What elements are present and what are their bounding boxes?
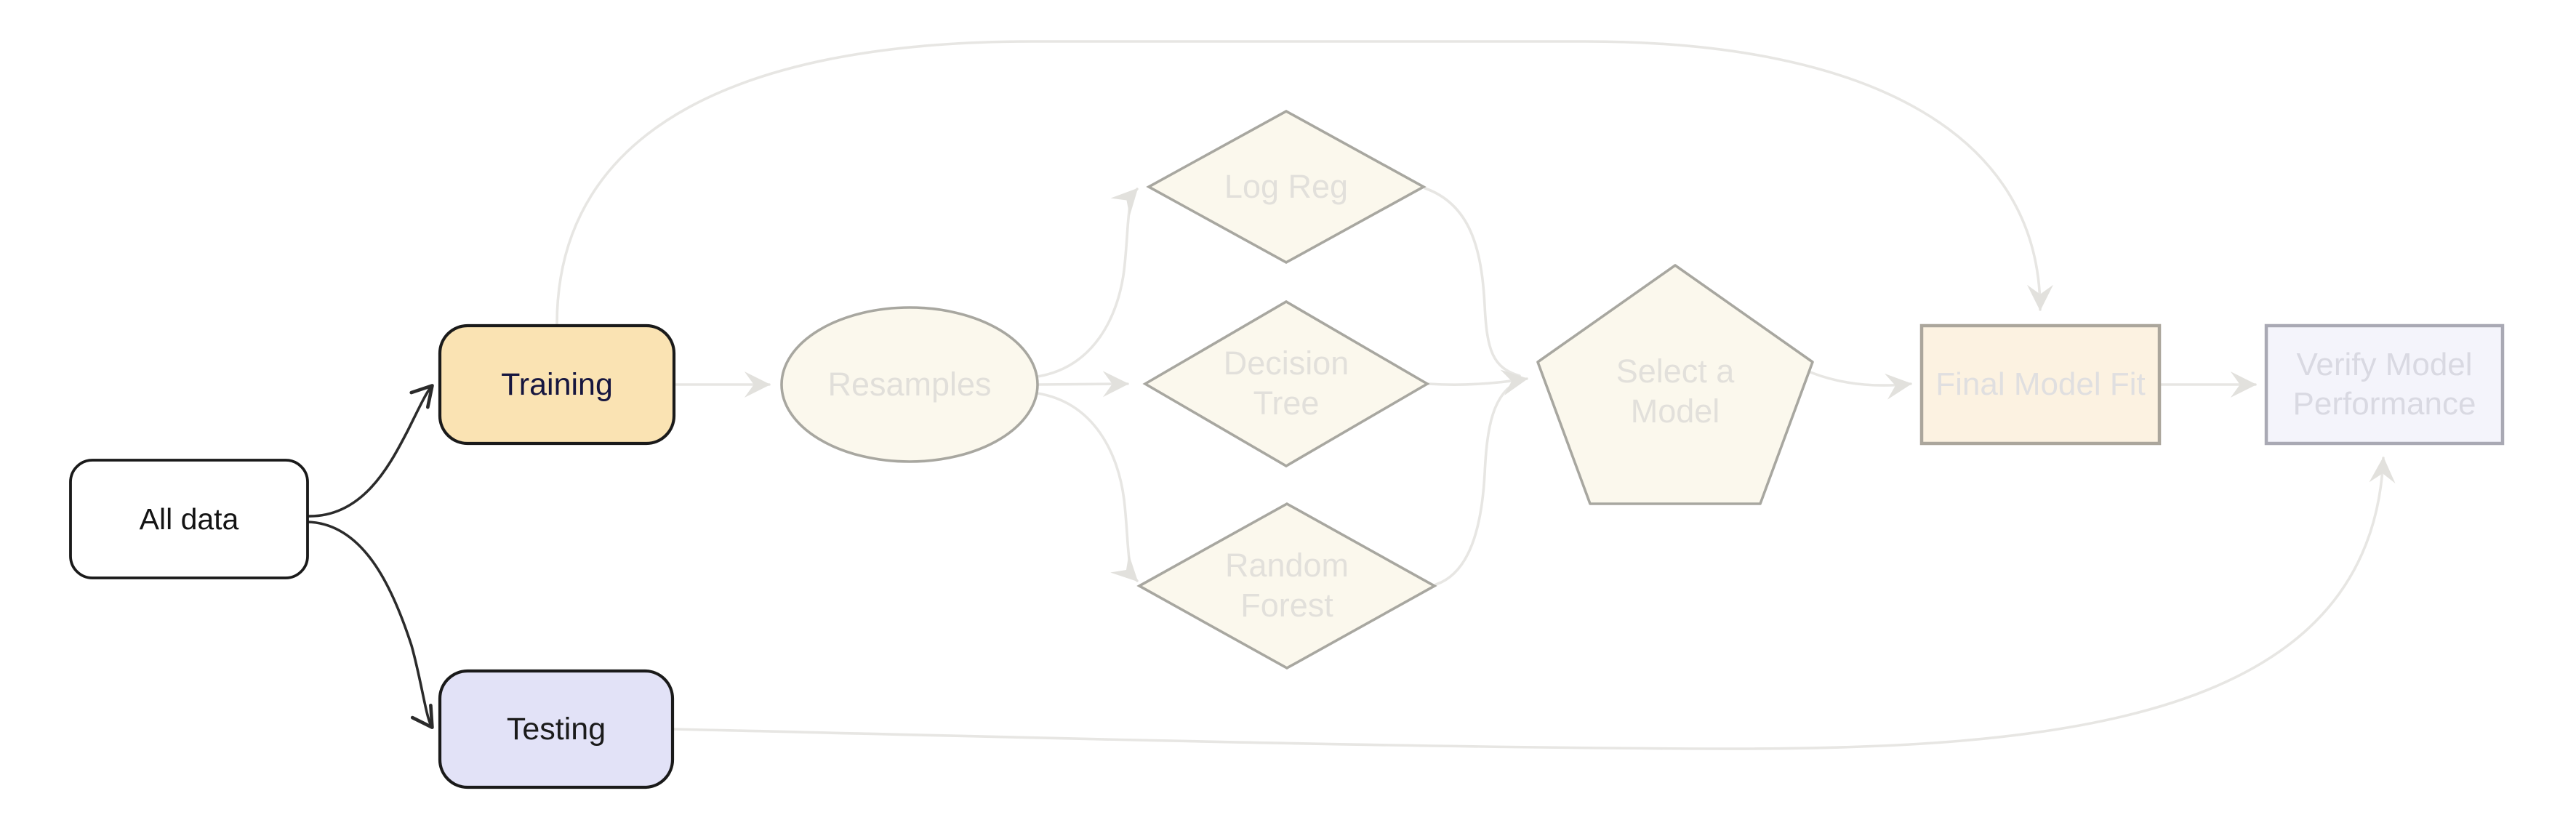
edge-resamples-to-random-forest (1036, 392, 1139, 582)
resamples-node-shape (780, 306, 1039, 463)
testing-node-shape (438, 669, 675, 789)
final-model-fit-node-shape (1919, 323, 2162, 446)
decision-tree-node-shape (1142, 300, 1430, 468)
edge-select-model-to-final-model-fit (1809, 371, 1912, 400)
edge-resamples-to-decision-tree (1038, 371, 1129, 398)
random-forest-node-shape (1136, 502, 1437, 670)
log-reg-node-shape (1146, 109, 1427, 265)
verify-node-shape (2264, 323, 2505, 446)
edge-all-data-to-testing (306, 520, 434, 729)
training-node-shape (438, 323, 676, 446)
edge-resamples-to-log-reg (1036, 188, 1139, 378)
all-data-node-shape (69, 459, 309, 579)
edge-training-to-final-model-fit (555, 40, 2053, 326)
edge-log-reg-to-select-model (1424, 187, 1521, 377)
edge-testing-to-verify (673, 457, 2396, 750)
edge-all-data-to-training (306, 384, 434, 518)
edge-decision-tree-to-select-model (1427, 369, 1528, 396)
select-model-node-shape (1536, 264, 1814, 505)
edge-random-forest-to-select-model (1435, 379, 1521, 586)
